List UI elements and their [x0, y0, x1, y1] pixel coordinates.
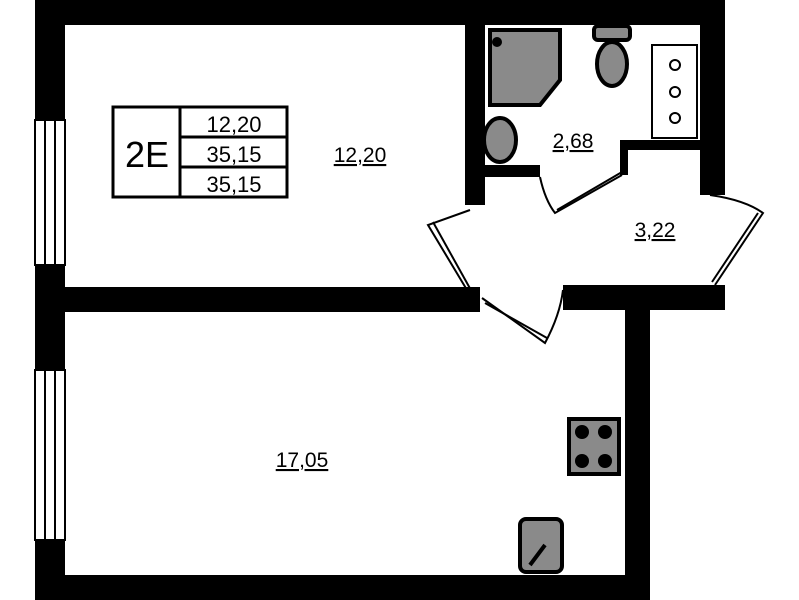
unit-label-box: 2E 12,20 35,15 35,15	[111, 105, 289, 199]
window-left-lower	[34, 369, 66, 541]
shower-tray	[488, 28, 562, 107]
bathroom-area-label: 2,68	[553, 130, 594, 153]
toilet-bowl	[595, 40, 629, 88]
unit-value-3: 35,15	[206, 172, 261, 197]
shower-drain-icon	[492, 37, 502, 47]
doors	[426, 171, 765, 345]
kitchen-fixtures	[518, 417, 621, 574]
sink-icon	[518, 517, 564, 574]
window-left-upper	[34, 119, 66, 266]
toilet-tank	[592, 24, 632, 42]
room-area-label: 12,20	[334, 144, 387, 167]
walls	[35, 0, 725, 600]
sink	[482, 116, 518, 164]
stove-icon	[567, 417, 621, 476]
bathroom-fixtures	[482, 24, 698, 164]
unit-code: 2E	[125, 134, 169, 175]
unit-value-2: 35,15	[206, 142, 261, 167]
unit-value-1: 12,20	[206, 112, 261, 137]
kitchen-living-area-label: 17,05	[276, 449, 329, 472]
hallway-area-label: 3,22	[635, 219, 676, 242]
washing-machine	[651, 44, 698, 139]
